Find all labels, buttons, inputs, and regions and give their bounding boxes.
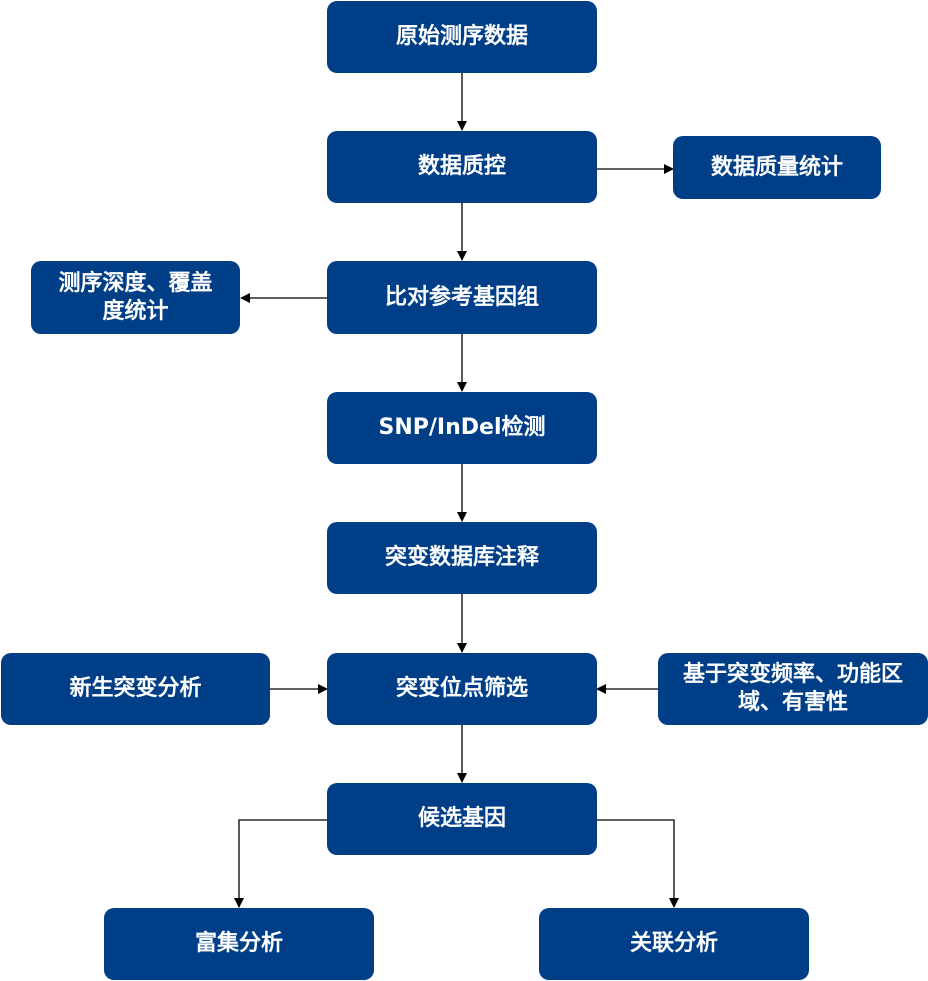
qc-stats-node: 数据质量统计 — [673, 136, 881, 199]
denovo-node: 新生突变分析 — [1, 653, 270, 725]
filter-node: 突变位点筛选 — [327, 653, 597, 725]
qc-node: 数据质控 — [327, 131, 597, 203]
enrich-node: 富集分析 — [104, 908, 374, 980]
db-annot-node: 突变数据库注释 — [327, 522, 597, 594]
arrow-candidate-to-assoc — [596, 819, 679, 908]
criteria-node: 基于突变频率、功能区域、有害性 — [658, 653, 928, 725]
depth-stats-node: 测序深度、覆盖度统计 — [31, 261, 240, 334]
align-node: 比对参考基因组 — [327, 261, 597, 334]
snp-detect-node: SNP/InDel检测 — [327, 392, 597, 464]
assoc-node: 关联分析 — [539, 908, 809, 980]
arrow-candidate-to-enrich — [234, 819, 328, 908]
raw-data-node: 原始测序数据 — [327, 1, 597, 73]
candidate-node: 候选基因 — [327, 783, 597, 855]
